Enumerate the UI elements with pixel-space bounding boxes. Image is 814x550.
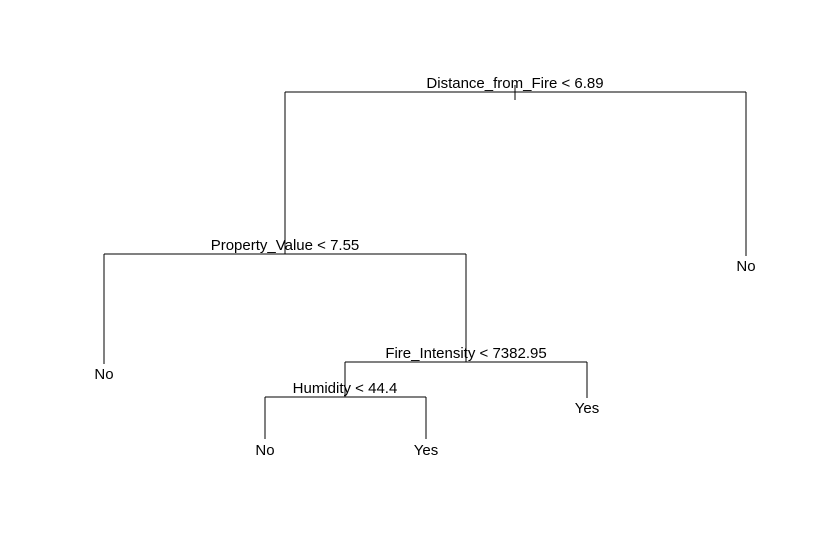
leaf-property-left: No (94, 366, 113, 383)
leaf-root-right: No (736, 258, 755, 275)
property-split: Property_Value < 7.55 (103, 237, 467, 364)
root-split-label: Distance_from_Fire < 6.89 (426, 75, 603, 92)
leaf-fire-right: Yes (575, 400, 599, 417)
humidity-split-label: Humidity < 44.4 (293, 380, 398, 397)
leaf-humidity-left: No (255, 442, 274, 459)
leaf-humidity-right: Yes (414, 442, 438, 459)
fire-intensity-split: Fire_Intensity < 7382.95 (344, 345, 588, 398)
fire-split-label: Fire_Intensity < 7382.95 (385, 345, 546, 362)
root-split: Distance_from_Fire < 6.89 (284, 75, 747, 256)
humidity-split: Humidity < 44.4 (264, 380, 427, 439)
property-split-label: Property_Value < 7.55 (211, 237, 360, 254)
